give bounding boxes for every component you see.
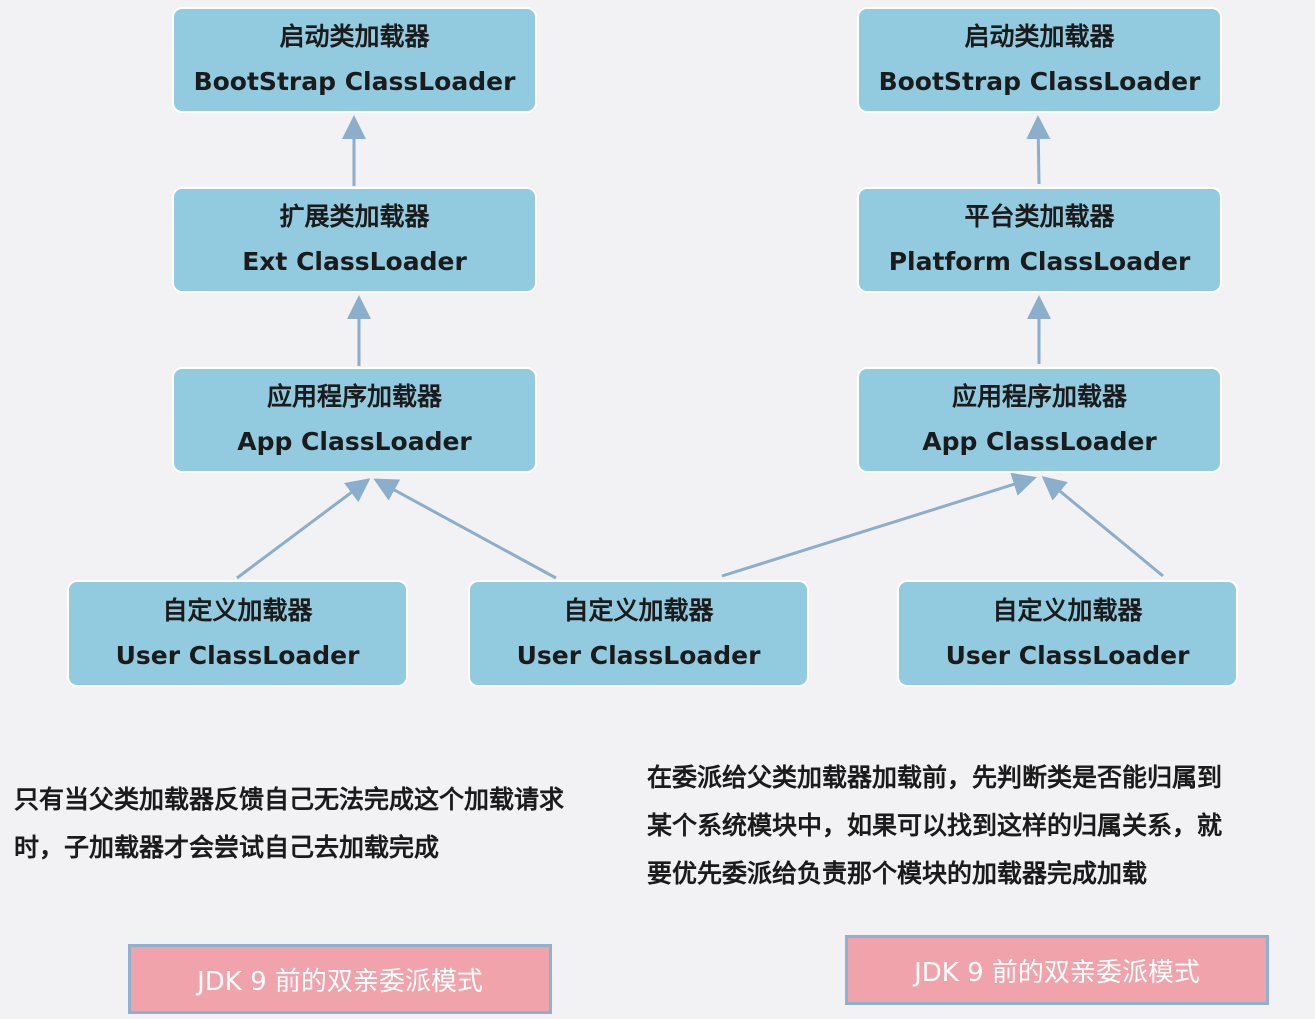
left-bootstrap-en-label: BootStrap ClassLoader: [193, 67, 516, 96]
platform-zh-label: 平台类加载器: [964, 202, 1115, 231]
right-description-line-3: 要优先委派给负责那个模块的加载器完成加载: [647, 859, 1148, 888]
left-mode-label: JDK 9 前的双亲委派模式: [128, 944, 552, 1014]
right-bootstrap-classloader-box: 启动类加载器 BootStrap ClassLoader: [857, 7, 1222, 113]
user3-zh-label: 自定义加载器: [992, 595, 1143, 625]
user2-zh-label: 自定义加载器: [563, 595, 714, 625]
left-description-line-2: 时，子加载器才会尝试自己去加载完成: [14, 833, 440, 862]
left-app-zh-label: 应用程序加载器: [266, 382, 442, 411]
left-bootstrap-classloader-box: 启动类加载器 BootStrap ClassLoader: [172, 7, 537, 113]
user-classloader-box-2: 自定义加载器 User ClassLoader: [468, 580, 809, 687]
platform-en-label: Platform ClassLoader: [888, 247, 1191, 276]
left-bootstrap-zh-label: 启动类加载器: [279, 22, 430, 51]
user1-en-label: User ClassLoader: [115, 640, 360, 670]
right-mode-label: JDK 9 前的双亲委派模式: [845, 935, 1269, 1005]
left-description-line-1: 只有当父类加载器反馈自己无法完成这个加载请求: [14, 785, 565, 814]
user-classloader-box-3: 自定义加载器 User ClassLoader: [897, 580, 1238, 687]
right-description: 在委派给父类加载器加载前，先判断类是否能归属到 某个系统模块中，如果可以找到这样…: [647, 754, 1222, 898]
ext-en-label: Ext ClassLoader: [242, 247, 467, 276]
user1-zh-label: 自定义加载器: [162, 595, 313, 625]
user3-en-label: User ClassLoader: [945, 640, 1190, 670]
left-app-en-label: App ClassLoader: [237, 427, 472, 456]
ext-classloader-box: 扩展类加载器 Ext ClassLoader: [172, 187, 537, 293]
platform-classloader-box: 平台类加载器 Platform ClassLoader: [857, 187, 1222, 293]
right-app-zh-label: 应用程序加载器: [951, 382, 1127, 411]
user-classloader-box-1: 自定义加载器 User ClassLoader: [67, 580, 408, 687]
arrow-user1-to-left-app: [236, 478, 371, 580]
arrow-right-platform-to-bootstrap: [1026, 115, 1051, 185]
right-app-classloader-box: 应用程序加载器 App ClassLoader: [857, 367, 1222, 473]
right-app-en-label: App ClassLoader: [922, 427, 1157, 456]
ext-zh-label: 扩展类加载器: [279, 202, 430, 231]
user2-en-label: User ClassLoader: [516, 640, 761, 670]
arrow-user2-to-right-app: [721, 472, 1037, 578]
left-app-classloader-box: 应用程序加载器 App ClassLoader: [172, 367, 537, 473]
right-description-line-2: 某个系统模块中，如果可以找到这样的归属关系，就: [647, 811, 1223, 840]
arrow-user2-to-left-app: [373, 478, 557, 580]
left-description: 只有当父类加载器反馈自己无法完成这个加载请求 时，子加载器才会尝试自己去加载完成: [14, 776, 564, 872]
right-bootstrap-en-label: BootStrap ClassLoader: [878, 67, 1201, 96]
arrow-user3-to-right-app: [1041, 476, 1164, 578]
right-description-line-1: 在委派给父类加载器加载前，先判断类是否能归属到: [647, 763, 1223, 792]
right-bootstrap-zh-label: 启动类加载器: [964, 22, 1115, 51]
